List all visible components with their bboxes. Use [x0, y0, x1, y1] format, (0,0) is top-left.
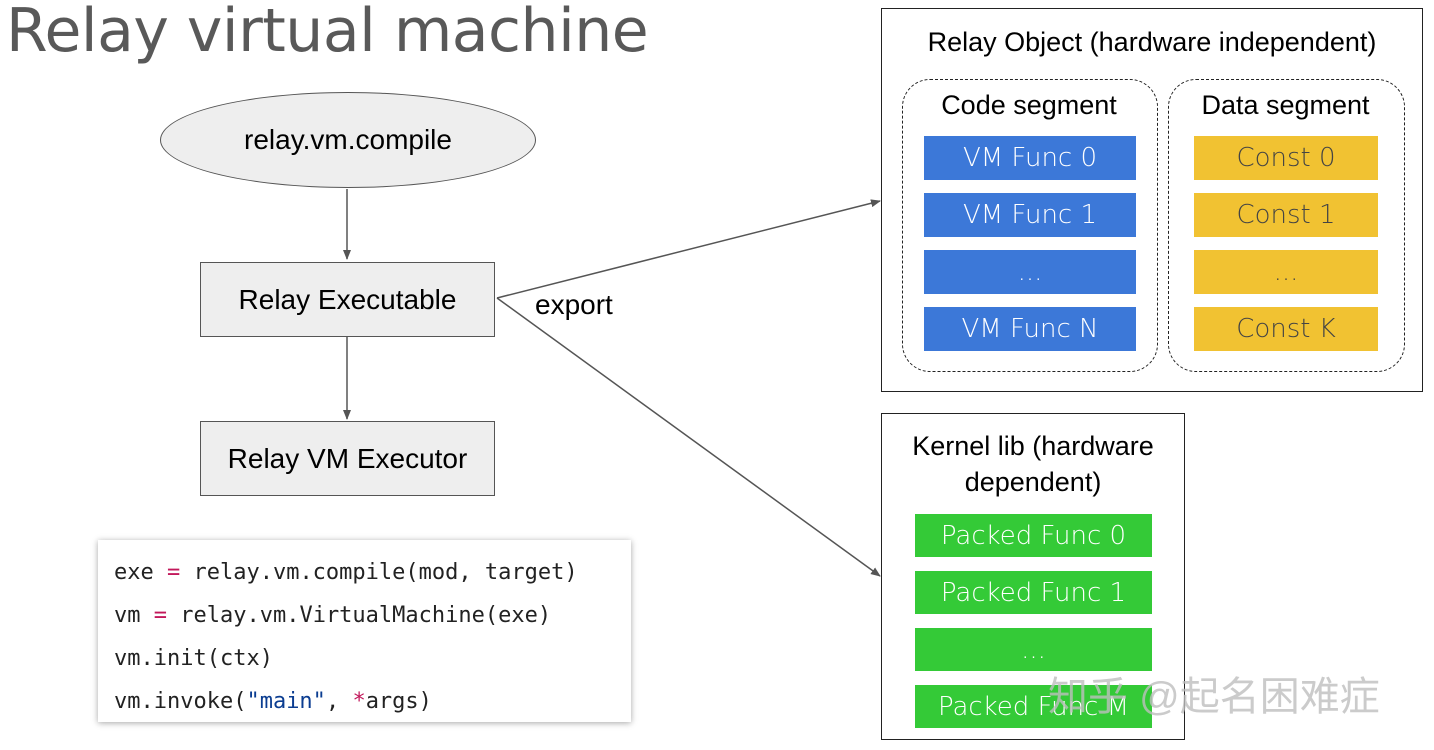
code-line: exe = relay.vm.compile(mod, target) — [114, 560, 578, 585]
data-segment-title: Data segment — [1201, 90, 1370, 120]
packed-func-item: Packed Func 1 — [915, 571, 1152, 614]
const-item: Const 1 — [1194, 193, 1378, 237]
packed-func-item: Packed Func M — [915, 685, 1152, 728]
code-snippet: exe = relay.vm.compile(mod, target) vm =… — [98, 540, 631, 722]
const-item: Const 0 — [1194, 136, 1378, 180]
code-line: vm.init(ctx) — [114, 646, 273, 671]
kernel-lib-panel: Kernel lib (hardware dependent) Packed F… — [881, 413, 1185, 740]
kernel-lib-title-line2: dependent) — [964, 467, 1102, 497]
vm-func-item: VM Func 0 — [924, 136, 1136, 180]
arrow-export-to-relay-object — [496, 199, 881, 299]
code-segment: Code segment VM Func 0 VM Func 1 ... VM … — [902, 79, 1158, 372]
packed-func-item: ... — [915, 628, 1152, 671]
const-item: Const K — [1194, 307, 1378, 351]
code-segment-title: Code segment — [941, 90, 1117, 120]
const-item: ... — [1194, 250, 1378, 294]
watermark: 知乎 @起名困难症 — [1048, 675, 1380, 719]
executor-node: Relay VM Executor — [200, 421, 495, 496]
data-segment: Data segment Const 0 Const 1 ... Const K — [1168, 79, 1405, 372]
arrow-export-to-kernel-lib — [496, 297, 881, 577]
export-label: export — [535, 289, 613, 320]
relay-object-title: Relay Object (hardware independent) — [927, 27, 1377, 57]
compile-node: relay.vm.compile — [160, 92, 536, 188]
kernel-lib-title-line1: Kernel lib (hardware — [912, 431, 1154, 461]
vm-func-item: VM Func 1 — [924, 193, 1136, 237]
code-line: vm.invoke("main", *args) — [114, 689, 432, 714]
slide-title: Relay virtual machine — [6, 0, 649, 66]
executable-node: Relay Executable — [200, 262, 495, 337]
vm-func-item: ... — [924, 250, 1136, 294]
vm-func-item: VM Func N — [924, 307, 1136, 351]
packed-func-item: Packed Func 0 — [915, 514, 1152, 557]
code-line: vm = relay.vm.VirtualMachine(exe) — [114, 603, 552, 628]
relay-object-panel: Relay Object (hardware independent) Code… — [881, 8, 1423, 392]
